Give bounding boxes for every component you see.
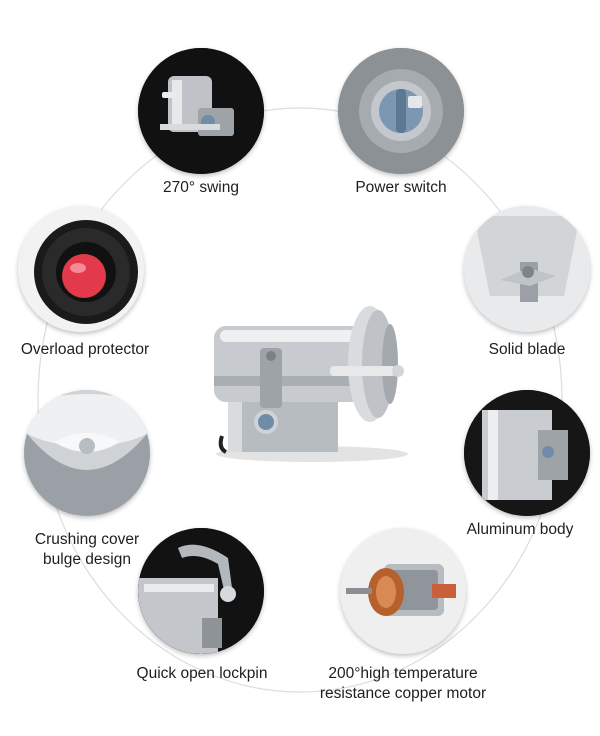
blade-icon <box>464 206 590 332</box>
swing-feature-image <box>138 48 264 174</box>
body-feature-image <box>464 390 590 516</box>
swing-arm-icon <box>138 48 264 174</box>
motor-label-line1: 200°high temperature <box>328 665 478 682</box>
lockpin-caption: Quick open lockpin <box>112 664 292 684</box>
blade-caption: Solid blade <box>464 340 590 360</box>
power-switch-label: Power switch <box>355 179 447 196</box>
aluminum-body-icon <box>464 390 590 516</box>
overload-feature-image <box>18 206 144 332</box>
red-button-icon <box>18 206 144 332</box>
lockpin-label: Quick open lockpin <box>136 665 268 682</box>
power-switch-feature-image <box>338 48 464 174</box>
grinder-machine-icon <box>214 306 408 462</box>
body-caption: Aluminum body <box>450 520 590 540</box>
bowl-cover-icon <box>24 390 150 516</box>
overload-label: Overload protector <box>20 341 150 358</box>
swing-caption: 270° swing <box>138 178 264 198</box>
cover-caption: Crushing cover bulge design <box>14 530 160 570</box>
blade-label: Solid blade <box>488 341 566 358</box>
grinder-product-image <box>200 296 420 466</box>
cover-label-line2: bulge design <box>43 551 131 568</box>
power-knob-icon <box>338 48 464 174</box>
cover-feature-image <box>24 390 150 516</box>
copper-motor-icon <box>340 528 466 654</box>
power-switch-caption: Power switch <box>330 178 472 198</box>
swing-label: 270° swing <box>163 179 239 196</box>
body-label: Aluminum body <box>466 521 574 538</box>
motor-caption: 200°high temperature resistance copper m… <box>310 664 496 704</box>
lockpin-feature-image <box>138 528 264 654</box>
overload-caption: Overload protector <box>10 340 160 360</box>
blade-feature-image <box>464 206 590 332</box>
motor-label-line2: resistance copper motor <box>319 685 487 702</box>
cover-label-line1: Crushing cover <box>34 531 140 548</box>
motor-feature-image <box>340 528 466 654</box>
lockpin-icon <box>138 528 264 654</box>
